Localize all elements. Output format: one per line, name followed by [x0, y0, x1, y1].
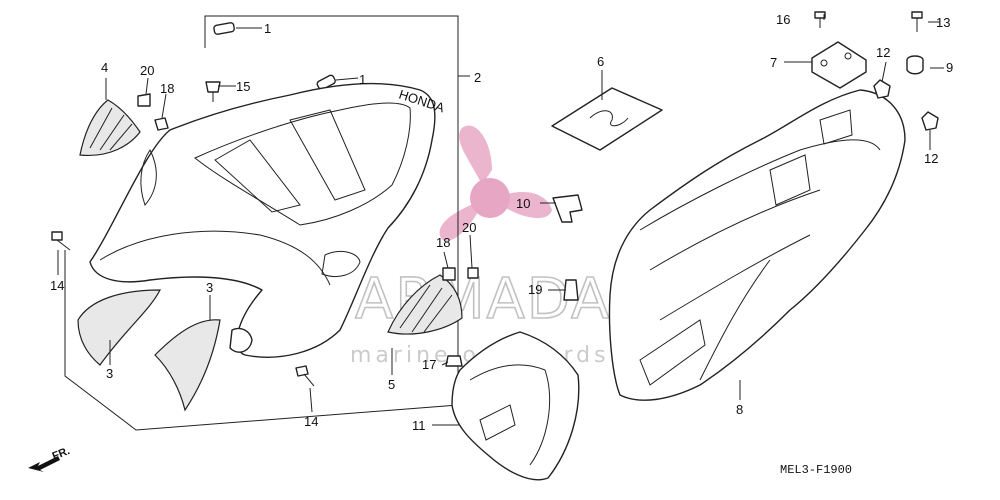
- leader-lines: [57, 14, 944, 426]
- callout-14a: 14: [50, 278, 64, 293]
- bolt-part-16: [814, 11, 826, 28]
- damper-part-12: [873, 79, 939, 131]
- callout-3b: 3: [106, 366, 113, 381]
- pad-part-1: [213, 22, 336, 91]
- sheet-part-6: [551, 87, 663, 151]
- front-label: FR.: [51, 445, 72, 463]
- clip-part-10: [552, 194, 583, 223]
- callout-12b: 12: [924, 151, 938, 166]
- side-lens-part-4: [79, 99, 141, 157]
- rear-fender-part-8: [608, 89, 906, 401]
- front-direction-marker: FR.: [28, 445, 72, 472]
- callout-6: 6: [597, 54, 604, 69]
- inner-fender-part-11: [451, 331, 580, 481]
- callout-18a: 18: [160, 81, 174, 96]
- callout-10: 10: [516, 196, 530, 211]
- screw-part-20: [137, 93, 479, 279]
- nut-part-17: [445, 355, 463, 367]
- side-lens-part-5: [387, 274, 463, 335]
- callout-3a: 3: [206, 280, 213, 295]
- callout-labels: 1 1 2 3 3 4 5 6 7 8 9 10 11 12 12 13 14 …: [50, 12, 953, 433]
- callout-4: 4: [101, 60, 108, 75]
- vent-mesh-part-3: [77, 289, 221, 412]
- grommet-part-9: [906, 55, 924, 75]
- callout-8: 8: [736, 402, 743, 417]
- clip-part-19: [563, 279, 579, 301]
- callout-16: 16: [776, 12, 790, 27]
- callout-9: 9: [946, 60, 953, 75]
- callout-12a: 12: [876, 45, 890, 60]
- callout-13: 13: [936, 15, 950, 30]
- callout-19: 19: [528, 282, 542, 297]
- callout-18b: 18: [436, 235, 450, 250]
- callout-11: 11: [412, 418, 426, 433]
- callout-5: 5: [388, 377, 395, 392]
- diagram-code: MEL3-F1900: [780, 463, 852, 477]
- callout-20b: 20: [462, 220, 476, 235]
- bracket-part-7: [811, 41, 867, 89]
- callout-17: 17: [422, 357, 436, 372]
- bolt-part-13: [911, 11, 923, 32]
- bolt-part-18: [154, 117, 456, 281]
- callout-2: 2: [474, 70, 481, 85]
- callout-1a: 1: [264, 21, 271, 36]
- callout-1b: 1: [359, 72, 366, 87]
- callout-14b: 14: [304, 414, 318, 429]
- bolt-part-15: [205, 81, 221, 102]
- callout-7: 7: [770, 55, 777, 70]
- callout-20a: 20: [140, 63, 154, 78]
- callout-15: 15: [236, 79, 250, 94]
- bolt-part-14: [51, 231, 315, 387]
- rear-seat-cowl: HONDA: [89, 83, 447, 358]
